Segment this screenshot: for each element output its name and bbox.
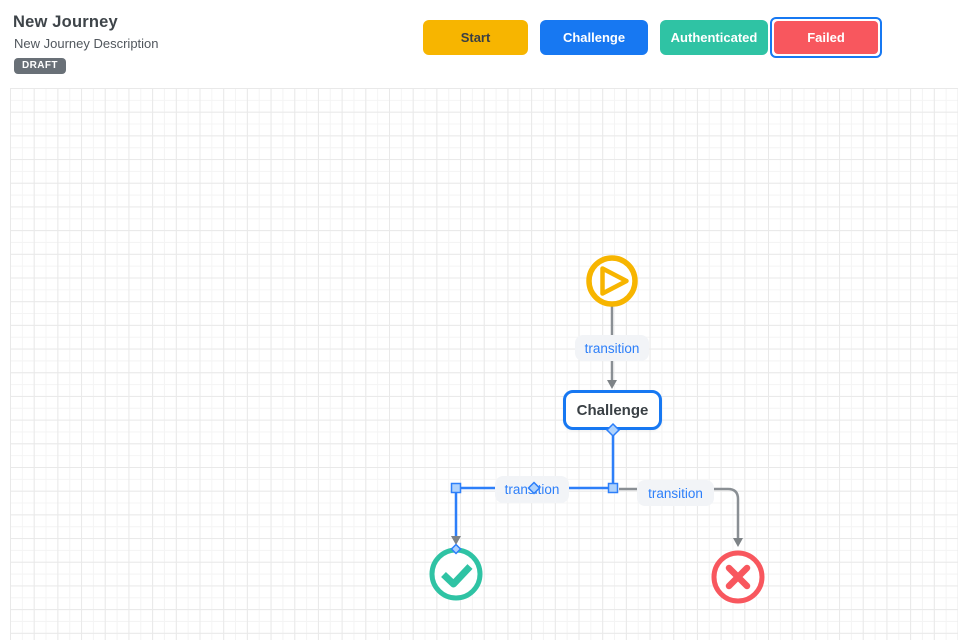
flow-canvas[interactable]: transition transition transition Challen…: [10, 88, 958, 640]
start-node[interactable]: [586, 255, 638, 307]
failed-node[interactable]: [711, 550, 765, 604]
edge-source-handle[interactable]: [605, 422, 621, 438]
challenge-node-label: Challenge: [576, 401, 649, 419]
page-description: New Journey Description: [14, 36, 159, 51]
add-failed-node-button-label: Failed: [774, 21, 878, 54]
arrowhead-icon: [607, 380, 617, 389]
edge-target-handle[interactable]: [450, 543, 462, 555]
x-icon: [725, 564, 751, 590]
edge-label-challenge-failed[interactable]: transition: [637, 480, 714, 506]
arrowhead-icon: [733, 538, 743, 547]
play-icon: [600, 266, 629, 296]
status-badge: DRAFT: [14, 58, 66, 74]
edge-bend-handle[interactable]: [607, 482, 619, 494]
arrowhead-icon: [451, 536, 461, 545]
add-challenge-node-button[interactable]: Challenge: [540, 20, 648, 55]
handles-layer: [450, 422, 621, 555]
edge-label-text: transition: [648, 485, 703, 501]
header: New Journey New Journey Description DRAF…: [0, 0, 978, 88]
edge-label-text: transition: [584, 340, 640, 356]
edge-label-start-challenge[interactable]: transition: [575, 335, 649, 361]
page-title: New Journey: [13, 13, 118, 31]
edge-bend-handle[interactable]: [450, 482, 462, 494]
add-authenticated-node-button[interactable]: Authenticated: [660, 20, 768, 55]
check-icon: [441, 564, 473, 588]
edge-challenge-failed[interactable]: [619, 487, 743, 547]
add-failed-node-button[interactable]: Failed: [770, 17, 882, 58]
edge-midpoint-handle[interactable]: [527, 481, 541, 495]
add-start-node-button[interactable]: Start: [423, 20, 528, 55]
